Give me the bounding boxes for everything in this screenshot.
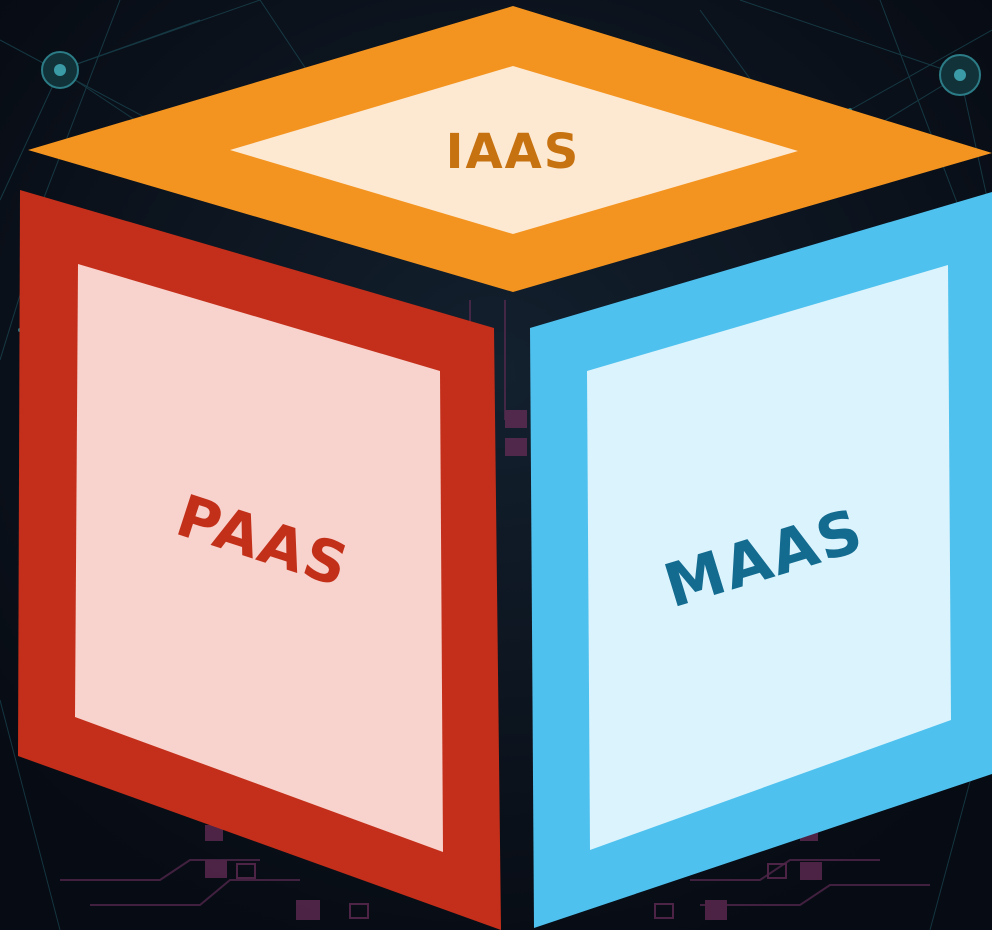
left-face-paas: PAAS — [18, 190, 501, 930]
circuit-decoration — [60, 300, 930, 920]
top-face-iaas: IAAS — [28, 6, 992, 292]
iaas-label: IAAS — [446, 124, 581, 180]
top-face-panel — [230, 66, 798, 234]
right-face-maas: MAAS — [530, 192, 992, 928]
left-face-panel — [75, 264, 443, 852]
right-face-panel — [587, 265, 951, 850]
network-nodes-decoration — [18, 51, 981, 332]
